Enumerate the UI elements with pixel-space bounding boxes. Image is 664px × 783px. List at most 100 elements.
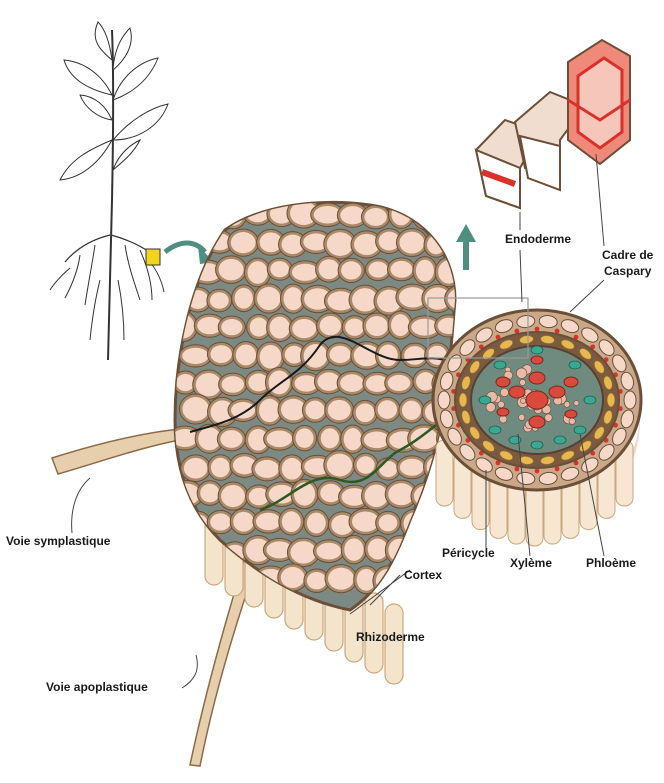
cortex-cell <box>341 261 361 279</box>
parenchyma-cell <box>545 414 552 421</box>
stele <box>428 298 641 546</box>
cortex-cell <box>255 460 279 478</box>
cortex-cell <box>399 232 424 254</box>
parenchyma-cell <box>520 398 525 403</box>
cortex-cell <box>352 511 379 531</box>
cortex-cell <box>340 374 364 392</box>
xylem-vessel <box>496 377 510 387</box>
cortex-cell <box>438 318 460 334</box>
parenchyma-cell <box>574 401 579 406</box>
parenchyma-cell <box>519 414 525 420</box>
cortex-cell <box>344 428 362 450</box>
label-phloeme: Phloème <box>586 556 636 571</box>
cortex-cell <box>184 458 208 479</box>
phloem-cell <box>494 361 506 369</box>
cortex-cell <box>364 208 386 226</box>
cortex-cell <box>400 459 424 476</box>
cortex-cell <box>357 456 375 473</box>
cortex-cell <box>231 402 255 419</box>
plant-silhouette <box>50 22 168 360</box>
cortex-cell <box>329 346 350 363</box>
label-rhizoderme: Rhizoderme <box>356 630 425 645</box>
cortex-cell <box>345 319 364 336</box>
cortex-cell <box>231 232 256 253</box>
cortex-cell <box>390 261 412 278</box>
parenchyma-cell <box>569 418 575 424</box>
cortex-cell <box>320 316 341 335</box>
cortex-cell-wall <box>434 205 463 229</box>
cortex-cell <box>402 401 421 420</box>
cortex-cell <box>282 458 302 480</box>
phloem-cell <box>479 396 491 404</box>
cortex-cell <box>364 431 390 448</box>
cortex-cell <box>391 314 410 336</box>
phloem-cell <box>531 346 543 354</box>
cortex-cell <box>327 232 354 256</box>
label-pericycle: Péricycle <box>442 546 495 561</box>
phloem-cell <box>531 441 543 449</box>
xylem-vessel <box>529 372 545 384</box>
label-xyleme: Xylème <box>510 556 552 571</box>
cortex-cell <box>328 568 354 590</box>
cortex-cell <box>210 513 230 530</box>
cortex-cell <box>319 259 340 279</box>
cortex-cell-wall <box>449 568 476 591</box>
cortex-cell <box>365 485 389 508</box>
cortex-cell <box>376 569 400 593</box>
cortex-cell <box>196 373 222 396</box>
cortex-cell <box>404 346 425 365</box>
root-hair-left <box>52 428 192 474</box>
casparian-strip <box>535 327 540 332</box>
cortex-cell-wall <box>172 203 197 227</box>
cortex-cell <box>290 541 316 563</box>
cortex-cell <box>173 484 200 505</box>
cortex-cell-wall <box>170 260 200 286</box>
cortex-cell <box>250 318 268 337</box>
cortex-cell <box>368 262 388 278</box>
cortex-cell <box>328 400 351 420</box>
label-cadre-de: Cadre de <box>602 248 653 263</box>
cortex-cell <box>223 204 244 226</box>
parenchyma-cell <box>520 379 526 385</box>
xylem-vessel <box>497 408 509 416</box>
endoderm-cell <box>624 391 636 409</box>
cortex-cell <box>260 345 282 369</box>
cortex-cell <box>210 292 229 309</box>
endoderm-cell-block <box>476 40 630 208</box>
cortex-cell <box>172 542 197 564</box>
xylem-vessel <box>565 410 577 418</box>
cortex-cell <box>210 345 231 363</box>
parenchyma-cell <box>500 388 508 396</box>
cortex-cell <box>176 374 195 391</box>
cortex-cell <box>327 454 352 477</box>
cortex-cell-wall <box>169 539 200 567</box>
cortex-cell <box>270 317 290 339</box>
cortex-cell <box>411 428 438 450</box>
xylem-vessel <box>531 356 543 364</box>
cortex-cell <box>292 264 318 281</box>
parenchyma-cell <box>498 401 505 408</box>
cortex-cell <box>388 539 410 562</box>
xylem-vessel <box>529 416 545 428</box>
pericycle-cell <box>607 393 615 407</box>
cortex-cell <box>236 344 256 365</box>
cortex-cell <box>270 261 289 277</box>
cortex-cell <box>235 288 253 309</box>
cortex-cell <box>221 485 245 507</box>
cortex-cell <box>378 400 397 419</box>
label-caspary: Caspary <box>604 264 651 279</box>
cortex-cell <box>200 484 219 503</box>
cortex-cell <box>256 513 281 530</box>
casparian-strip <box>535 469 540 474</box>
cortex-cell <box>284 287 303 310</box>
cortex-cell <box>391 203 411 225</box>
cortex-cell <box>182 397 208 421</box>
cortex-cell <box>307 513 326 534</box>
cortex-cell <box>356 403 375 422</box>
pericycle-cell <box>459 393 467 407</box>
cortex-cell <box>366 316 388 336</box>
cortex-cell <box>220 430 242 448</box>
cortex-cell <box>320 484 341 503</box>
cortex-cell <box>321 428 339 448</box>
